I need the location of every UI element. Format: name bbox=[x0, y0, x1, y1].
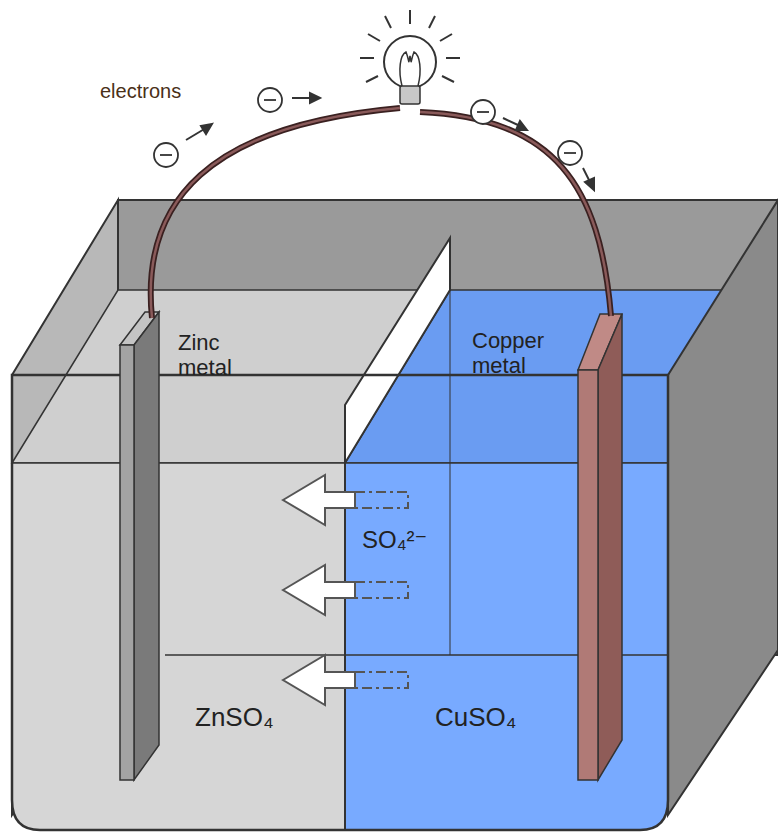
copper-electrode bbox=[578, 370, 598, 780]
wire bbox=[151, 108, 400, 318]
electrode-label: Copper metal bbox=[472, 328, 544, 379]
light-bulb bbox=[360, 10, 460, 104]
liquid-level bbox=[12, 462, 668, 464]
zinc-electrode bbox=[120, 345, 134, 780]
znso4-solution bbox=[12, 463, 345, 830]
ion-flow-arrow bbox=[283, 475, 408, 705]
ion-label: SO₄²⁻ bbox=[362, 526, 427, 554]
copper-electrode bbox=[598, 314, 622, 780]
electrons-label: electrons bbox=[100, 80, 181, 103]
zinc-electrode bbox=[134, 312, 159, 780]
tank-right-wall bbox=[668, 200, 778, 815]
membrane-edge bbox=[344, 405, 346, 830]
tank-front bbox=[12, 375, 668, 830]
electron-arrow bbox=[186, 93, 594, 190]
wire bbox=[420, 112, 611, 316]
wire bbox=[151, 108, 400, 318]
porous-membrane bbox=[345, 238, 450, 463]
wire bbox=[420, 112, 611, 316]
electron-symbol bbox=[154, 88, 582, 167]
electrode-label: Zinc metal bbox=[178, 330, 232, 381]
solution-label: ZnSO₄ bbox=[195, 703, 274, 733]
membrane-edge bbox=[450, 238, 451, 655]
solution-label: CuSO₄ bbox=[435, 703, 516, 733]
back-edge bbox=[165, 654, 345, 656]
